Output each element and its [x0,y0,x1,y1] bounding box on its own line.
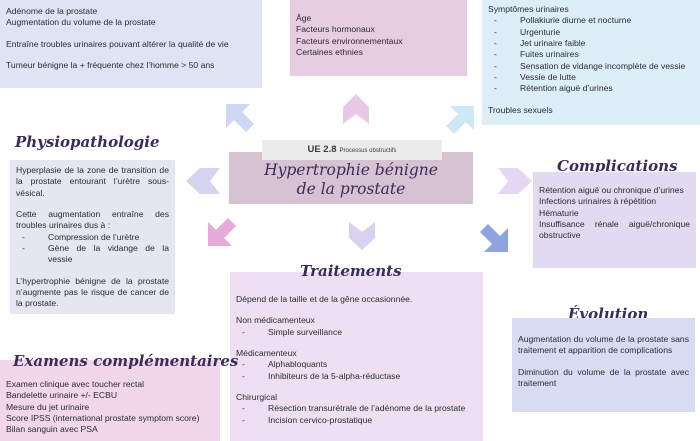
arrow-up-left-icon [226,104,254,132]
arrow-up-icon [343,94,369,124]
physio-p2: Cette augmentation entraîne des troubles… [16,209,169,231]
arrow-down-icon [349,222,375,250]
treatment-item: Alphabloquants [236,359,477,371]
treatments-title: Traitements [300,262,402,280]
symptom-item: Urgenturie [488,27,694,39]
exams-box: Examen clinique avec toucher rectal Band… [0,360,220,441]
arrow-right-icon [498,168,532,194]
treatment-group-label: Chirurgical [236,392,278,403]
symptom-item: Pollakiurie diurne et nocturne [488,15,694,27]
ue-subtitle: Processus obstructifs [339,148,397,154]
complications-box: Rétention aiguë ou chronique d’urines In… [533,172,696,268]
treatment-group-label: Non médicamenteux [236,315,315,326]
treatments-box: Dépend de la taille et de la gêne occasi… [230,272,483,441]
complication-item: Hématurie [539,207,579,218]
physio-p3: L’hypertrophie bénigne de la prostate n’… [16,275,169,309]
physio-p1: Hyperplasie de la zone de transition de … [16,165,169,198]
exam-item: Mesure du jet urinaire [6,401,90,412]
main-title: Hypertrophie bénigne de la prostate [229,161,473,199]
definition-line: Augmentation du volume de la prostate [6,17,156,28]
symptom-item: Rétention aiguë d’urines [488,83,694,95]
risk-factor: Âge [296,13,312,23]
complication-item: Insuffisance rénale aiguë/chronique obst… [539,219,690,241]
physio-title: Physiopathologie [15,133,160,151]
symptom-item: Jet urinaire faible [488,38,694,50]
complications-title: Complications [557,157,678,175]
symptom-item: Vessie de lutte [488,72,694,84]
physio-box: Hyperplasie de la zone de transition de … [10,160,175,314]
main-title-line2: de la prostate [296,180,406,198]
risk-factors-box: Âge Facteurs hormonaux Facteurs environn… [290,0,467,76]
treatment-group-label: Médicamenteux [236,348,297,359]
symptom-item: Sensation de vidange incomplète de vessi… [488,61,694,73]
definition-line: Tumeur bénigne la + fréquente chez l’hom… [6,60,215,71]
risk-factor: Certaines ethnies [296,47,363,58]
arrow-down-left-icon [208,218,236,246]
symptom-item: Fuites urinaires [488,49,694,61]
main-title-line1: Hypertrophie bénigne [264,161,438,179]
definition-line: Adénome de la prostate [6,6,98,16]
exams-title: Examens complémentaires [13,352,239,370]
definition-line: Entraîne troubles urinaires pouvant alté… [6,38,229,49]
risk-factor: Facteurs hormonaux [296,24,375,35]
symptoms-heading: Symptômes urinaires [488,4,569,14]
treatments-intro: Dépend de la taille et de la gêne occasi… [236,294,413,304]
definition-box: Adénome de la prostate Augmentation du v… [0,0,262,88]
evolution-p2: Diminution du volume de la prostate avec… [518,366,689,389]
exam-item: Bandelette urinaire +/- ECBU [6,390,118,401]
evolution-box: Augmentation du volume de la prostate sa… [512,318,695,412]
treatment-item: Résection transurétrale de l’adénome de … [236,403,477,415]
arrow-down-right-icon [480,224,508,252]
exam-item: Bilan sanguin avec PSA [6,424,98,435]
evolution-p1: Augmentation du volume de la prostate sa… [518,334,689,356]
complication-item: Rétention aiguë ou chronique d’urines [539,185,684,195]
center-title-box [229,152,473,204]
physio-item: Compression de l’urètre [16,232,169,244]
treatment-item: Incision cervico-prostatique [236,415,477,427]
exam-item: Examen clinique avec toucher rectal [6,379,145,389]
exam-item: Score IPSS (international prostate sympt… [6,413,200,424]
symptoms-footer: Troubles sexuels [488,104,553,115]
physio-item: Gène de la vidange de la vessie [16,243,169,266]
risk-factor: Facteurs environnementaux [296,35,403,46]
treatment-item: Simple surveillance [236,327,477,339]
arrow-left-icon [186,168,220,194]
symptoms-box: Symptômes urinaires Pollakiurie diurne e… [482,0,700,125]
ue-code: UE 2.8 [307,144,337,155]
treatment-item: Inhibiteurs de la 5-alpha-réductase [236,371,477,383]
arrow-up-right-icon [446,106,474,134]
complication-item: Infections urinaires à répétition [539,196,657,207]
